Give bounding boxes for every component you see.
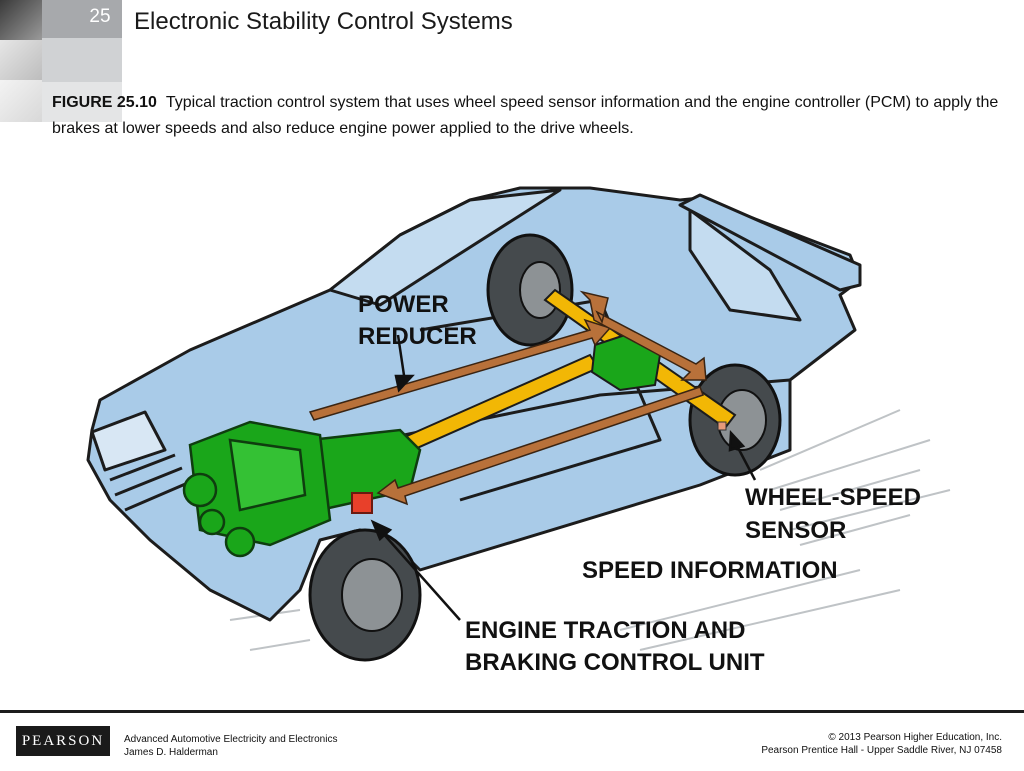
slide-title: Electronic Stability Control Systems [134, 8, 513, 35]
control-unit [351, 492, 373, 514]
rear-window [688, 208, 802, 322]
leader-lines [370, 334, 757, 621]
signal-arrows [308, 290, 707, 506]
wheel-speed-sensor [717, 421, 727, 431]
footer-right: © 2013 Pearson Higher Education, Inc. Pe… [761, 731, 1002, 757]
thumbnail-image [0, 40, 42, 80]
decorative-tile [42, 82, 122, 122]
slide-number-tile [42, 0, 122, 38]
copyright: © 2013 Pearson Higher Education, Inc. [828, 732, 1002, 743]
decorative-tile [42, 38, 122, 82]
rear-right-wheel [688, 363, 782, 477]
slide-footer: PEARSON Advanced Automotive Electricity … [0, 710, 1024, 771]
slide-thumbnail-strip [0, 0, 42, 122]
axle-arrow [579, 290, 707, 381]
footer-left: Advanced Automotive Electricity and Elec… [124, 733, 337, 759]
wheel-speed-sensor-label: WHEEL-SPEED [745, 484, 921, 511]
author-name: James D. Halderman [124, 747, 218, 758]
thumbnail-image [0, 0, 42, 40]
traction-control-diagram: POWER REDUCER WHEEL-SPEED SENSOR SPEED I… [86, 186, 951, 676]
speed-information-label: SPEED INFORMATION [582, 557, 838, 584]
control-unit-label: ENGINE TRACTION AND [465, 617, 745, 644]
power-reducer-label: REDUCER [358, 323, 477, 350]
speed-information-arrow [376, 386, 704, 506]
thumbnail-image [0, 80, 42, 122]
control-unit-label: BRAKING CONTROL UNIT [465, 649, 765, 676]
power-reducer-label: POWER [358, 291, 449, 318]
headlight [90, 410, 167, 472]
pearson-logo: PEARSON [16, 726, 110, 756]
windshield [328, 188, 562, 307]
figure-label: FIGURE 25.10 [52, 94, 157, 111]
power-reducer-arrow [308, 318, 612, 421]
rear-left-wheel [486, 233, 574, 347]
figure-caption-text: Typical traction control system that use… [52, 94, 999, 137]
slide-number: 25 [89, 6, 111, 27]
motion-lines [229, 409, 951, 651]
book-title: Advanced Automotive Electricity and Elec… [124, 734, 338, 745]
spoiler [678, 193, 862, 292]
wheel-speed-sensor-label: SENSOR [745, 517, 846, 544]
grille [109, 453, 191, 512]
publisher: Pearson Prentice Hall - Upper Saddle Riv… [761, 745, 1002, 756]
front-wheel [308, 528, 422, 662]
figure-caption: FIGURE 25.10 Typical traction control sy… [52, 90, 1002, 142]
